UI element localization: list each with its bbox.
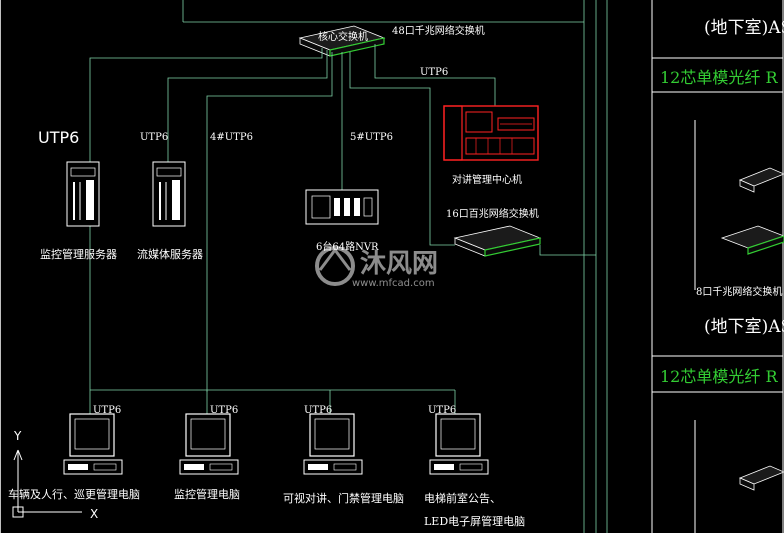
server1-label: 监控管理服务器 xyxy=(40,247,117,261)
wire-to-server2 xyxy=(167,50,328,165)
server2-icon xyxy=(152,161,186,227)
core-switch-desc: 48口千兆网络交换机 xyxy=(392,24,485,37)
right-switch-device-1 xyxy=(738,167,784,193)
server1-icon xyxy=(66,161,100,227)
watermark: 沐风网 www.mfcad.com xyxy=(315,246,438,289)
pc4-label: 电梯前室公告、 xyxy=(424,491,501,505)
pc4-cable-label: UTP6 xyxy=(428,405,456,416)
wire-to-server1 xyxy=(89,48,323,390)
nvr-cable-label: 5#UTP6 xyxy=(350,132,393,143)
pc2-label: 监控管理电脑 xyxy=(174,487,240,501)
ucs-y-label: Y xyxy=(13,429,22,443)
watermark-brand: 沐风网 xyxy=(360,249,438,279)
nvr-icon xyxy=(305,189,379,225)
core-switch-device xyxy=(298,25,386,57)
server1-cable-label: UTP6 xyxy=(38,128,79,147)
intercom-center-label: 对讲管理中心机 xyxy=(452,173,522,186)
pc3-cable-label: UTP6 xyxy=(304,405,332,416)
right-switch-device-2 xyxy=(720,225,784,255)
basement-label-1: (地下室)AS xyxy=(704,18,784,38)
ucs-x-label: X xyxy=(90,507,98,521)
right-switch-device-3 xyxy=(738,465,784,491)
intercom-center-icon xyxy=(443,105,539,161)
server2-label: 流媒体服务器 xyxy=(137,247,203,261)
pc3-label: 可视对讲、门禁管理电脑 xyxy=(283,491,404,505)
switch16-device xyxy=(453,225,542,257)
basement-label-2: (地下室)AS xyxy=(704,317,784,337)
pc4-icon xyxy=(429,413,489,475)
pc4-label-line2: LED电子屏管理电脑 xyxy=(424,514,525,528)
pc1-label: 车辆及人行、巡更管理电脑 xyxy=(8,487,140,501)
core-switch-label: 核心交换机 xyxy=(318,30,368,43)
pc1-cable-label: UTP6 xyxy=(93,405,121,416)
watermark-url: www.mfcad.com xyxy=(352,278,435,289)
wire-to-switch16 xyxy=(349,52,455,246)
pc1-icon xyxy=(63,413,123,475)
fiber-label-1: 12芯单模光纤 R xyxy=(660,68,778,87)
pc2-icon xyxy=(179,413,239,475)
cable-4-label: 4#UTP6 xyxy=(210,132,253,143)
switch16-to-riser xyxy=(539,245,596,256)
fiber-label-2: 12芯单模光纤 R xyxy=(660,367,778,386)
ucs-axis-icon xyxy=(12,449,82,518)
switch16-label: 16口百兆网络交换机 xyxy=(446,207,539,220)
wire-to-intercom xyxy=(374,44,496,108)
switch8-label: 8口千兆网络交换机 xyxy=(696,285,782,298)
pc2-cable-label: UTP6 xyxy=(210,405,238,416)
uplink-cable-label: UTP6 xyxy=(420,67,448,78)
pc3-icon xyxy=(303,413,363,475)
wire-to-monitor-pc xyxy=(206,52,333,392)
server2-cable-label: UTP6 xyxy=(140,132,168,143)
